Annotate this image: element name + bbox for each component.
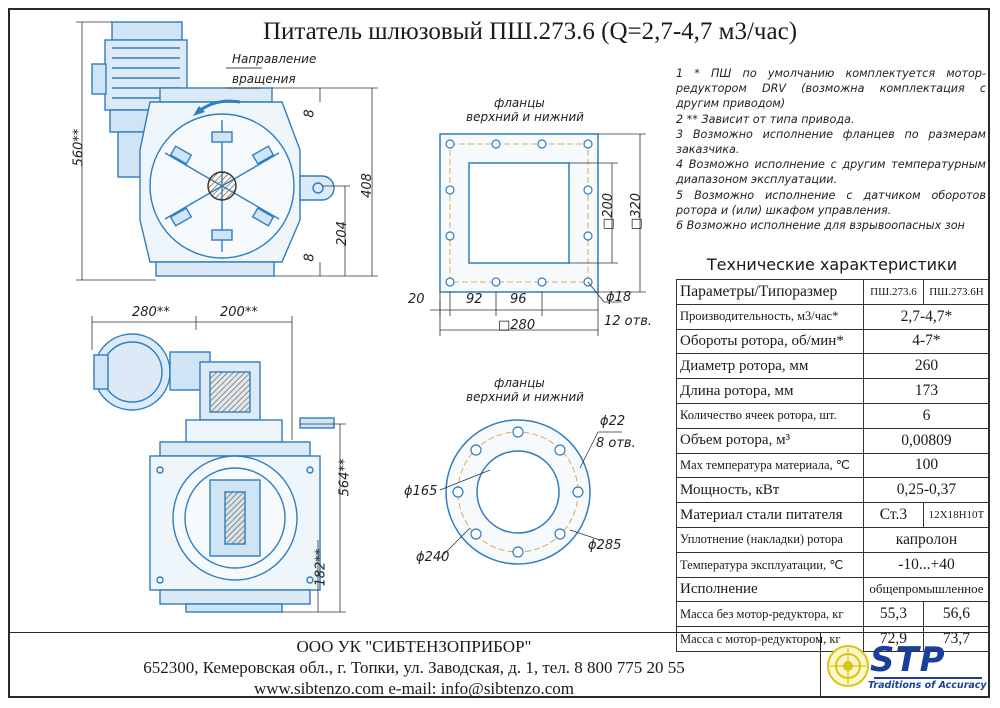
table-row: Производительность, м3/час*2,7-4,7*	[676, 303, 991, 330]
dim-204: 204	[334, 221, 350, 246]
notes-list: 1 * ПШ по умолчанию комплектуется мотор-…	[676, 66, 986, 233]
table-row: Температура эксплуатации, ℃-10...+40	[676, 551, 991, 578]
company-block: ООО УК "СИБТЕНЗОПРИБОР" 652300, Кемеровс…	[8, 636, 820, 699]
dim-96: 96	[510, 292, 527, 307]
dim-8-top: 8	[302, 109, 318, 118]
dim-200s: 200**	[220, 305, 258, 320]
footer-separator	[820, 632, 821, 698]
flange-label-2a: фланцы	[494, 376, 545, 390]
specs-table: Параметры/Типоразмер ПШ.273.6 ПШ.273.6Н …	[676, 279, 991, 652]
flange-label-1a: фланцы	[494, 96, 545, 110]
table-header-row: Параметры/Типоразмер ПШ.273.6 ПШ.273.6Н	[676, 279, 991, 305]
company-web: www.sibtenzo.com e-mail: info@sibtenzo.c…	[253, 679, 574, 698]
dim-phi18: ϕ18	[606, 290, 632, 305]
company-address: 652300, Кемеровская обл., г. Топки, ул. …	[143, 658, 685, 677]
table-row: Количество ячеек ротора, шт.6	[676, 402, 991, 429]
dim-phi240: ϕ240	[416, 550, 450, 565]
table-row: Обороты ротора, об/мин*4-7*	[676, 328, 991, 355]
flange-label-2b: верхний и нижний	[466, 390, 584, 404]
header-col1: ПШ.273.6	[862, 279, 924, 305]
note-6: 6 Возможно исполнение для взрывоопасных …	[676, 219, 965, 233]
dim-phi22: ϕ22	[600, 414, 626, 429]
logo-text: STP	[870, 640, 946, 680]
body-front	[139, 87, 335, 277]
dim-sq320: □320	[629, 192, 645, 231]
note-5: 5 Возможно исполнение с датчиком оборото…	[676, 188, 986, 217]
seal-logo-icon	[827, 645, 982, 687]
dim-sq200: □200	[601, 192, 617, 231]
round-flange	[445, 419, 591, 565]
dim-phi285: ϕ285	[588, 538, 622, 553]
dim-phi165: ϕ165	[404, 484, 438, 499]
dim-182: 182**	[313, 548, 329, 587]
dim-holes12: 12 отв.	[604, 314, 652, 329]
flange-label-1b: верхний и нижний	[466, 110, 584, 124]
dim-280s: 280**	[132, 305, 170, 320]
header-param: Параметры/Типоразмер	[676, 279, 864, 305]
note-4: 4 Возможно исполнение с другим температу…	[676, 158, 986, 187]
specs-title: Технические характеристики	[706, 255, 958, 274]
rotation-label-2: вращения	[232, 72, 296, 86]
company-name: ООО УК "СИБТЕНЗОПРИБОР"	[296, 637, 532, 656]
note-1: 1 * ПШ по умолчанию комплектуется мотор-…	[676, 67, 986, 111]
dim-sq280: □280	[498, 318, 536, 333]
logo-tagline: Traditions of Accuracy	[868, 680, 987, 691]
note-3: 3 Возможно исполнение фланцев по размера…	[676, 127, 986, 157]
body-top-view	[93, 333, 335, 613]
dim-holes8: 8 отв.	[596, 436, 636, 451]
dim-20: 20	[408, 292, 425, 307]
square-flange	[439, 133, 599, 293]
rotation-label-1: Направление	[232, 52, 317, 66]
dim-564: 564**	[337, 458, 353, 497]
dim-8-bottom: 8	[302, 253, 318, 262]
footer-divider	[8, 632, 990, 633]
note-2: 2 ** Зависит от типа привода.	[676, 112, 855, 126]
dim-408: 408	[359, 173, 375, 198]
page-title: Питатель шлюзовый ПШ.273.6 (Q=2,7-4,7 м3…	[262, 18, 798, 45]
header-col2: ПШ.273.6Н	[922, 279, 991, 305]
dim-92: 92	[466, 292, 483, 307]
dim-560: 560**	[71, 128, 87, 167]
